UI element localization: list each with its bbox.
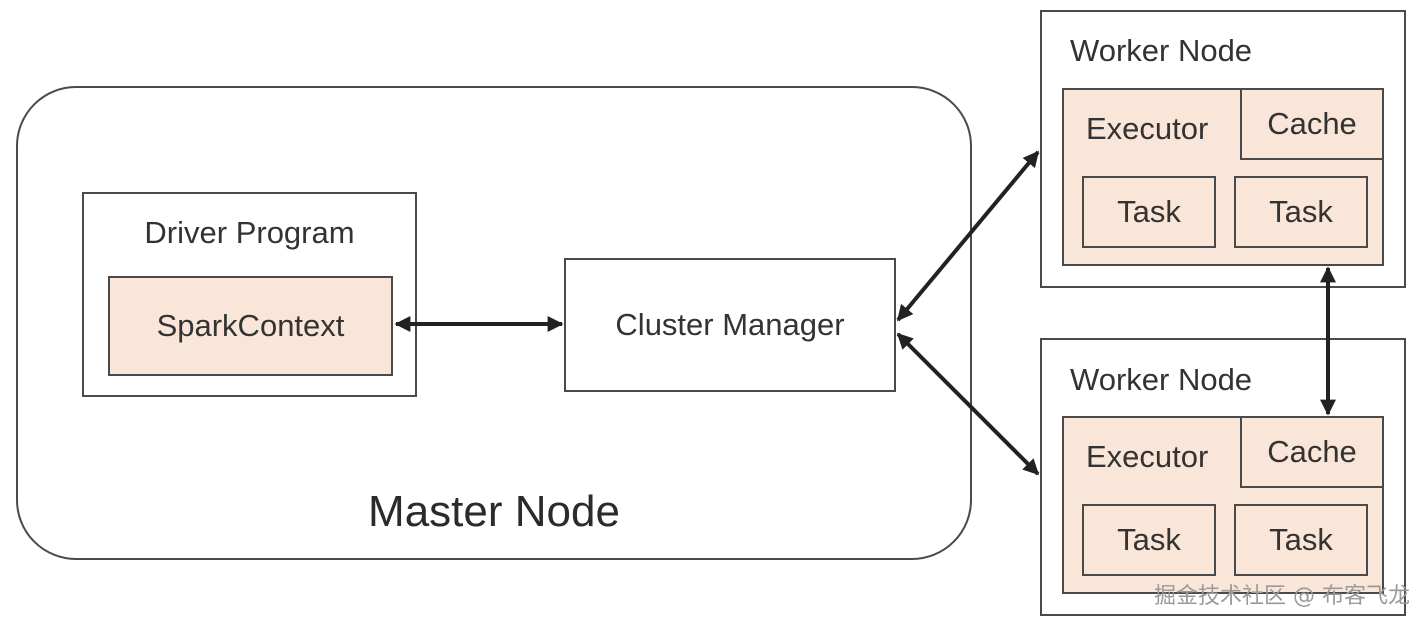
task-1b-label: Task [1269, 194, 1333, 229]
task-2b-box: Task [1234, 504, 1368, 576]
executor-1-label: Executor [1086, 111, 1209, 146]
task-2b-label: Task [1269, 522, 1333, 557]
cluster-manager-label: Cluster Manager [615, 307, 845, 342]
driver-program-title: Driver Program [144, 215, 355, 250]
worker-node-2-title: Worker Node [1070, 362, 1253, 397]
arrow-cluster-manager-worker-1 [896, 150, 1040, 322]
executor-2-label: Executor [1086, 439, 1209, 474]
cache-2-box: Cache [1240, 416, 1384, 488]
task-2a-label: Task [1117, 522, 1181, 557]
task-1b-box: Task [1234, 176, 1368, 248]
cache-1-label: Cache [1267, 106, 1357, 141]
arrow-cluster-manager-worker-2 [896, 332, 1040, 476]
spark-context-box: SparkContext [108, 276, 393, 376]
cache-1-box: Cache [1240, 88, 1384, 160]
cluster-manager-box: Cluster Manager [564, 258, 896, 392]
worker-node-1-title: Worker Node [1070, 33, 1253, 68]
watermark: 掘金技术社区 @ 布客飞龙 [1154, 584, 1410, 609]
task-1a-box: Task [1082, 176, 1216, 248]
master-node-label: Master Node [368, 487, 620, 536]
spark-context-label: SparkContext [156, 308, 345, 343]
task-2a-box: Task [1082, 504, 1216, 576]
cache-2-label: Cache [1267, 434, 1357, 469]
task-1a-label: Task [1117, 194, 1181, 229]
